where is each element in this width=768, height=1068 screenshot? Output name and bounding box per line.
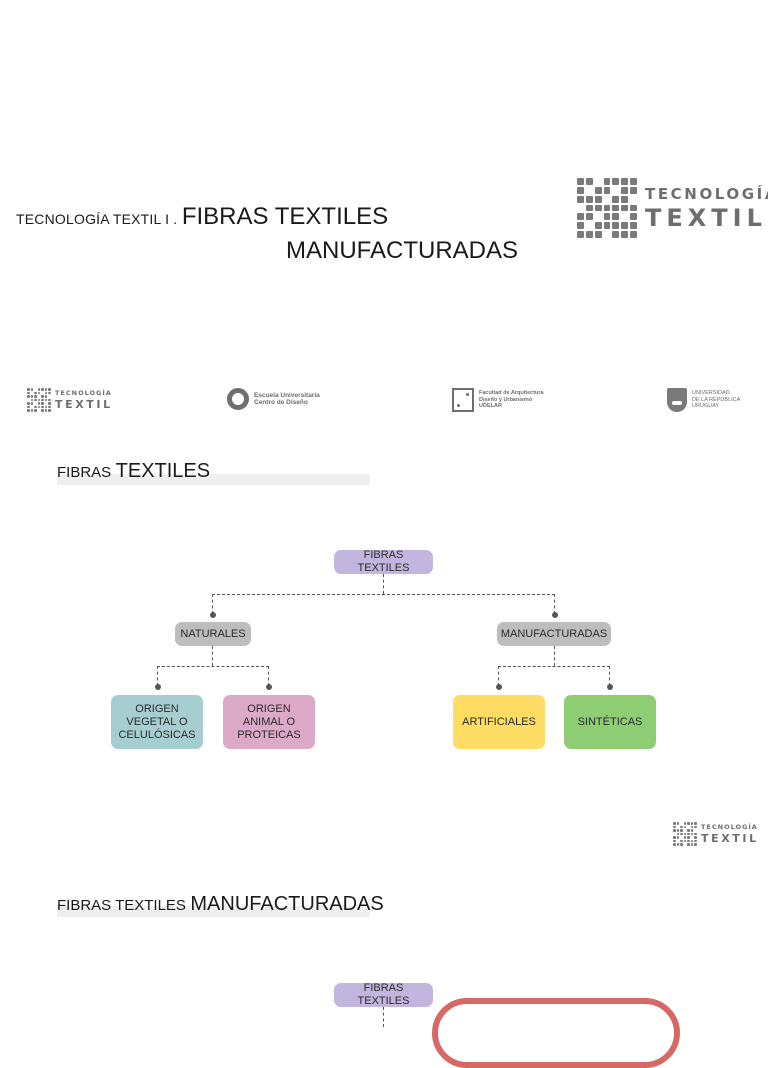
connector-dot <box>155 684 161 690</box>
udelar-logo: UNIVERSIDAD DE LA REPÚBLICA URUGUAY <box>667 388 740 412</box>
connector-dot <box>552 612 558 618</box>
connector <box>554 594 555 614</box>
centro-de-diseno-logo: Escuela Universitaria Centro de Diseño <box>227 388 320 410</box>
cover-title-line1: FIBRAS TEXTILES <box>181 203 389 230</box>
udelar-line2: DE LA REPÚBLICA <box>692 396 741 403</box>
connector <box>383 574 384 594</box>
node-naturales: NATURALES <box>175 622 251 646</box>
connector-dot <box>266 684 272 690</box>
tecnologia-textil-logo-small: TECNOLOGÍA TEXTIL <box>27 388 113 412</box>
connector <box>268 666 269 686</box>
node-fibras-textiles-2: FIBRAS TEXTILES <box>334 982 433 1007</box>
logo-line1: TECNOLOGÍA <box>55 389 112 398</box>
logo-line2: TEXTIL <box>645 203 767 232</box>
cdd-line1: Escuela Universitaria <box>254 391 320 399</box>
connector <box>157 666 158 686</box>
fadu-line2: Diseño y Urbanismo <box>479 396 533 403</box>
textile-grid-icon <box>27 388 51 412</box>
section1-heading: FIBRAS TEXTILES <box>57 460 210 483</box>
connector <box>554 646 555 666</box>
tecnologia-textil-logo: TECNOLOGÍA TEXTIL <box>577 178 768 238</box>
node-fibras-textiles: FIBRAS TEXTILES <box>334 549 433 574</box>
connector <box>498 666 499 686</box>
node-artificiales: ARTIFICIALES <box>453 695 545 749</box>
cdd-line2: Centro de Diseño <box>254 399 308 406</box>
textile-grid-icon <box>577 178 637 238</box>
node-manufacturadas: MANUFACTURADAS <box>497 622 611 646</box>
fadu-line1: Facultad de Arquitectura <box>479 390 544 397</box>
connector <box>383 1007 384 1027</box>
connector <box>212 594 555 595</box>
connector-dot <box>496 684 502 690</box>
section1-heading-big: TEXTILES <box>115 460 211 482</box>
heading-underline <box>57 474 370 485</box>
logo-line1: TECNOLOGÍA <box>701 823 758 832</box>
highlight-oval <box>432 998 680 1068</box>
node-sinteticas: SINTÉTICAS <box>564 695 656 749</box>
cover-title-line2: MANUFACTURADAS <box>286 237 519 264</box>
section2-heading: FIBRAS TEXTILES MANUFACTURADAS <box>57 893 384 916</box>
connector <box>157 666 269 667</box>
fadu-square-icon <box>452 388 474 412</box>
section2-heading-small: FIBRAS TEXTILES <box>57 897 186 914</box>
section2-heading-big: MANUFACTURADAS <box>190 893 384 915</box>
connector-dot <box>210 612 216 618</box>
heading-underline <box>57 906 370 917</box>
connector <box>212 646 213 666</box>
logo-line2: TEXTIL <box>55 397 113 411</box>
section1-heading-small: FIBRAS <box>57 464 112 481</box>
udelar-line3: URUGUAY <box>692 403 720 410</box>
connector-dot <box>607 684 613 690</box>
tecnologia-textil-logo-small: TECNOLOGÍA TEXTIL <box>673 822 759 846</box>
node-origen-animal: ORIGEN ANIMAL O PROTEICAS <box>223 695 315 749</box>
node-origen-vegetal: ORIGEN VEGETAL O CELULÓSICAS <box>111 695 203 749</box>
udelar-shield-icon <box>667 388 687 412</box>
fadu-line3: UDELAR <box>479 403 502 410</box>
cover-title: TECNOLOGÍA TEXTIL I . FIBRAS TEXTILES MA… <box>16 203 576 264</box>
udelar-line1: UNIVERSIDAD <box>692 390 730 397</box>
connector <box>609 666 610 686</box>
logo-line2: TEXTIL <box>701 831 759 845</box>
connector <box>212 594 213 614</box>
connector <box>498 666 610 667</box>
cover-prefix: TECNOLOGÍA TEXTIL I . <box>16 211 178 227</box>
textile-grid-icon <box>673 822 697 846</box>
cdd-ring-icon <box>227 388 249 410</box>
fadu-logo: Facultad de Arquitectura Diseño y Urbani… <box>452 388 544 412</box>
logo-line1: TECNOLOGÍA <box>645 184 768 203</box>
